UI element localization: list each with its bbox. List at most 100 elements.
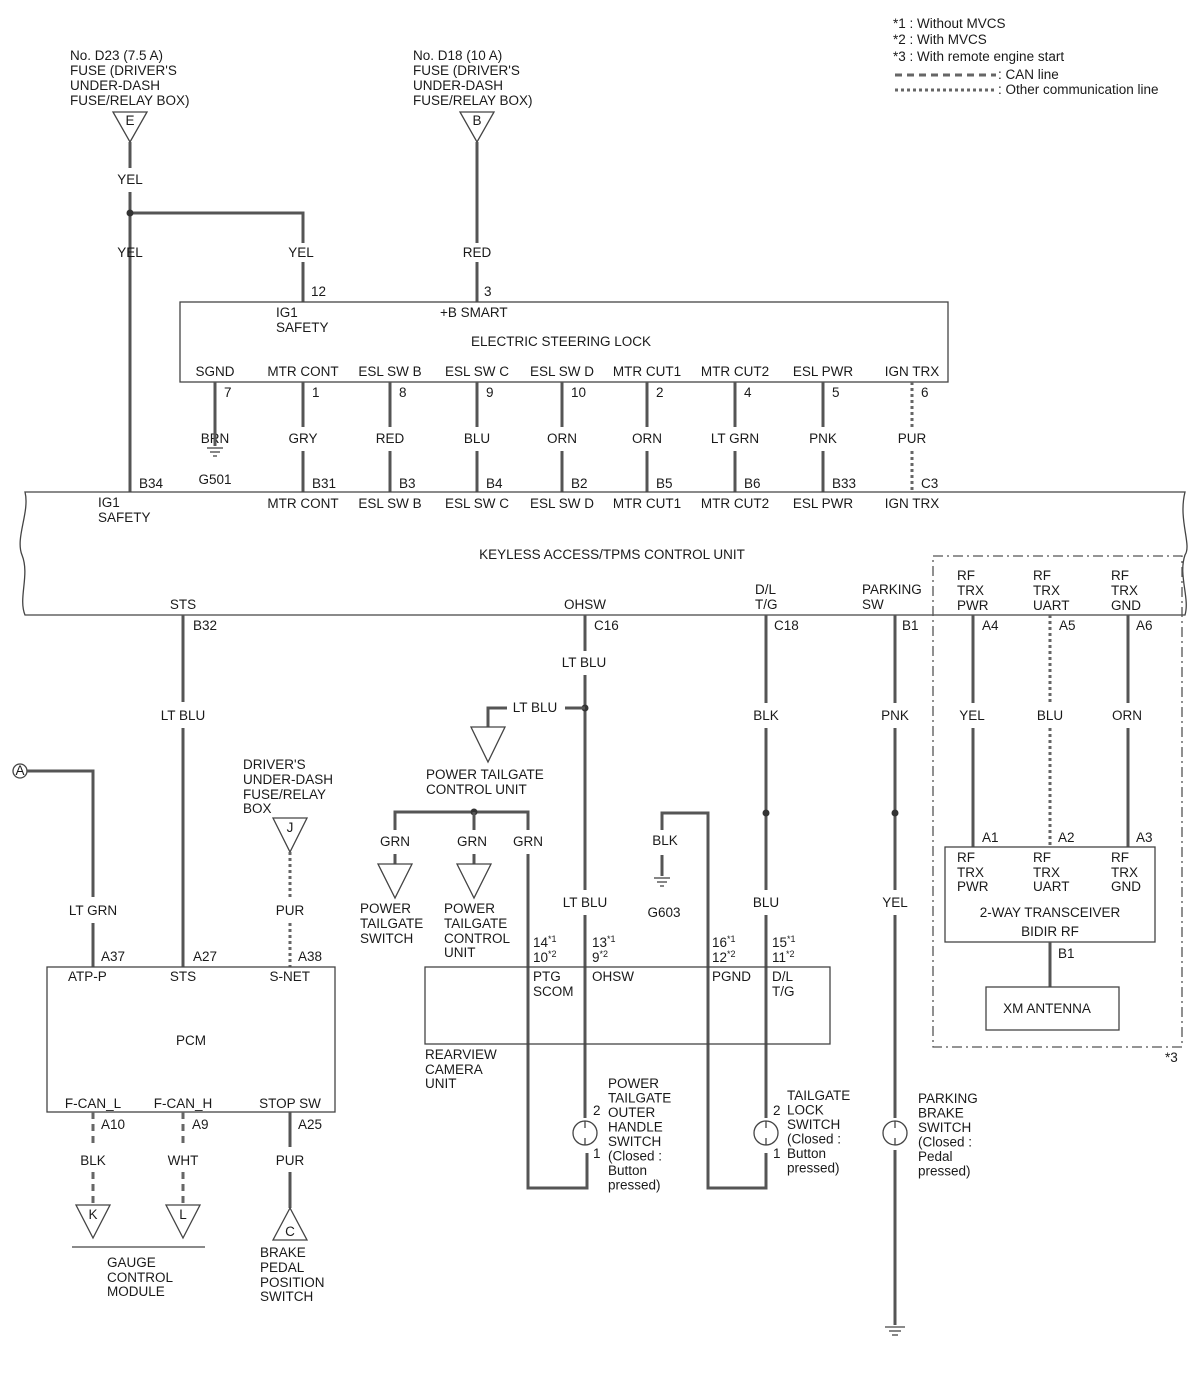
rvc-pin-with-mvcs: 9*2 <box>592 949 608 965</box>
electric-steering-lock: 12 3 IG1 SAFETY +B SMART ELECTRIC STEERI… <box>179 284 949 383</box>
trx-rf-3: RF <box>1111 850 1129 865</box>
wire-pgnd-loop <box>660 811 768 1190</box>
keyless-dl-label: D/L <box>755 582 777 597</box>
pcm-title: PCM <box>176 1033 206 1048</box>
ground-g603-label: G603 <box>647 905 680 920</box>
switch-label-line: TAILGATE <box>608 1091 671 1106</box>
rvc-pin-without-mvcs: 16*1 <box>712 934 736 950</box>
keyless-uart: UART <box>1033 598 1070 613</box>
ground-g501-label: G501 <box>198 472 231 487</box>
rvc-pin-with-mvcs: 12*2 <box>712 949 736 965</box>
switch-label-line: POWER <box>608 1076 659 1091</box>
esl-pin-label: MTR CUT2 <box>701 364 769 379</box>
wire-grn-3-loop <box>526 854 589 1190</box>
pcm-pin-a37: A37 <box>101 949 125 964</box>
pcm-pin-a27: A27 <box>193 949 217 964</box>
rvc-pin-label: T/G <box>772 984 795 999</box>
ptg-switch-line2: TAILGATE <box>360 916 423 931</box>
trx-trx-2: TRX <box>1033 865 1060 880</box>
keyless-pin-c16: C16 <box>594 618 619 633</box>
esl-pin-label: ESL SW B <box>358 364 421 379</box>
esl-pin-number: 6 <box>921 385 929 400</box>
esl-box <box>179 301 949 383</box>
xm-antenna-label: XM ANTENNA <box>1003 1001 1091 1016</box>
ptcu-line1: POWER TAILGATE <box>426 767 544 782</box>
fuse-d23-line1: No. D23 (7.5 A) <box>70 48 163 63</box>
keyless-pin-number: B31 <box>312 476 336 491</box>
connector-k-label: K <box>88 1207 97 1222</box>
ground-g501: G501 <box>198 424 232 487</box>
keyless-rf-3: RF <box>1111 568 1129 583</box>
ptg-switch-triangle <box>376 863 414 900</box>
pcm-pin-a10: A10 <box>101 1117 125 1132</box>
wire-pur-label: PUR <box>276 903 305 918</box>
ptcu-line2: CONTROL UNIT <box>426 782 527 797</box>
wire-park-label-1: PNK <box>881 708 909 723</box>
esl-wire-color: ORN <box>547 431 577 446</box>
connector-k-triangle <box>74 1204 112 1240</box>
keyless-pin-number: B2 <box>571 476 588 491</box>
keyless-safety-label: SAFETY <box>98 510 151 525</box>
keyless-pin-number: B6 <box>744 476 761 491</box>
rvc-line1: REARVIEW <box>425 1047 497 1062</box>
ptg-switch-line1: POWER <box>360 901 411 916</box>
esl-pin-label: SGND <box>195 364 234 379</box>
transceiver-box <box>944 846 1156 943</box>
esl-wire-color: ORN <box>632 431 662 446</box>
switch-label-line: TAILGATE <box>787 1088 850 1103</box>
wire-ltgrn-label: LT GRN <box>69 903 117 918</box>
wire-red-label: RED <box>463 245 492 260</box>
wire-grn-label-2: GRN <box>457 834 487 849</box>
keyless-parking-label: PARKING <box>862 582 922 597</box>
connector-a: A <box>12 763 28 779</box>
rvc-line3: UNIT <box>425 1076 457 1091</box>
esl-pin-label: ESL PWR <box>793 364 854 379</box>
brake-pedal-line3: POSITION <box>260 1275 325 1290</box>
gauge-line2: CONTROL <box>107 1270 173 1285</box>
keyless-pin-number: B4 <box>486 476 503 491</box>
wire-yel-label-2: YEL <box>117 245 143 260</box>
wire-ohsw-label-2: LT BLU <box>563 895 608 910</box>
wire-blk-g603-label: BLK <box>652 833 678 848</box>
switch-label-line: LOCK <box>787 1103 824 1118</box>
switch-label-line: BRAKE <box>918 1106 964 1121</box>
keyless-top-pin-label: ESL SW D <box>530 496 594 511</box>
esl-pin-label: MTR CONT <box>267 364 338 379</box>
connector-e-label: E <box>125 113 134 128</box>
switch-label-line: pressed) <box>787 1161 840 1176</box>
keyless-trx-3: TRX <box>1111 583 1138 598</box>
pcm-pin-a25: A25 <box>298 1117 322 1132</box>
wire-ltgrn-upper <box>27 769 95 897</box>
esl-safety-label: SAFETY <box>276 320 329 335</box>
rvc-pin-label: PGND <box>712 969 751 984</box>
wire-sts-label: LT BLU <box>161 708 206 723</box>
switch-label-line: PARKING <box>918 1091 978 1106</box>
ptg-handle-pin2: 2 <box>593 1103 601 1118</box>
keyless-pin-number: B3 <box>399 476 416 491</box>
wire-pur-stop-label: PUR <box>276 1153 305 1168</box>
esl-bsmart-label: +B SMART <box>440 305 508 320</box>
switch-label-line: pressed) <box>918 1164 971 1179</box>
trx-title: 2-WAY TRANSCEIVER <box>980 905 1121 920</box>
pcm-snet-label: S-NET <box>270 969 311 984</box>
trx-pin-a2: A2 <box>1058 830 1075 845</box>
rearview-camera-unit: REARVIEW CAMERA UNIT <box>424 966 831 1091</box>
esl-wire-color: GRY <box>288 431 317 446</box>
brake-pedal-line2: PEDAL <box>260 1260 305 1275</box>
rvc-pin-note: *2 <box>727 949 736 959</box>
rvc-pin-note: *1 <box>548 934 557 944</box>
wire-grn-label-1: GRN <box>380 834 410 849</box>
wire-yel-label-3: YEL <box>288 245 314 260</box>
keyless-tg-label: T/G <box>755 597 778 612</box>
keyless-top-pin-label: MTR CONT <box>267 496 338 511</box>
ptg-handle-pin1: 1 <box>593 1146 601 1161</box>
wire-dl-label-2: BLU <box>753 895 779 910</box>
tg-lock-pin1: 1 <box>773 1146 781 1161</box>
remote-start-note: *3 <box>1165 1050 1178 1065</box>
esl-ig1-label: IG1 <box>276 305 298 320</box>
